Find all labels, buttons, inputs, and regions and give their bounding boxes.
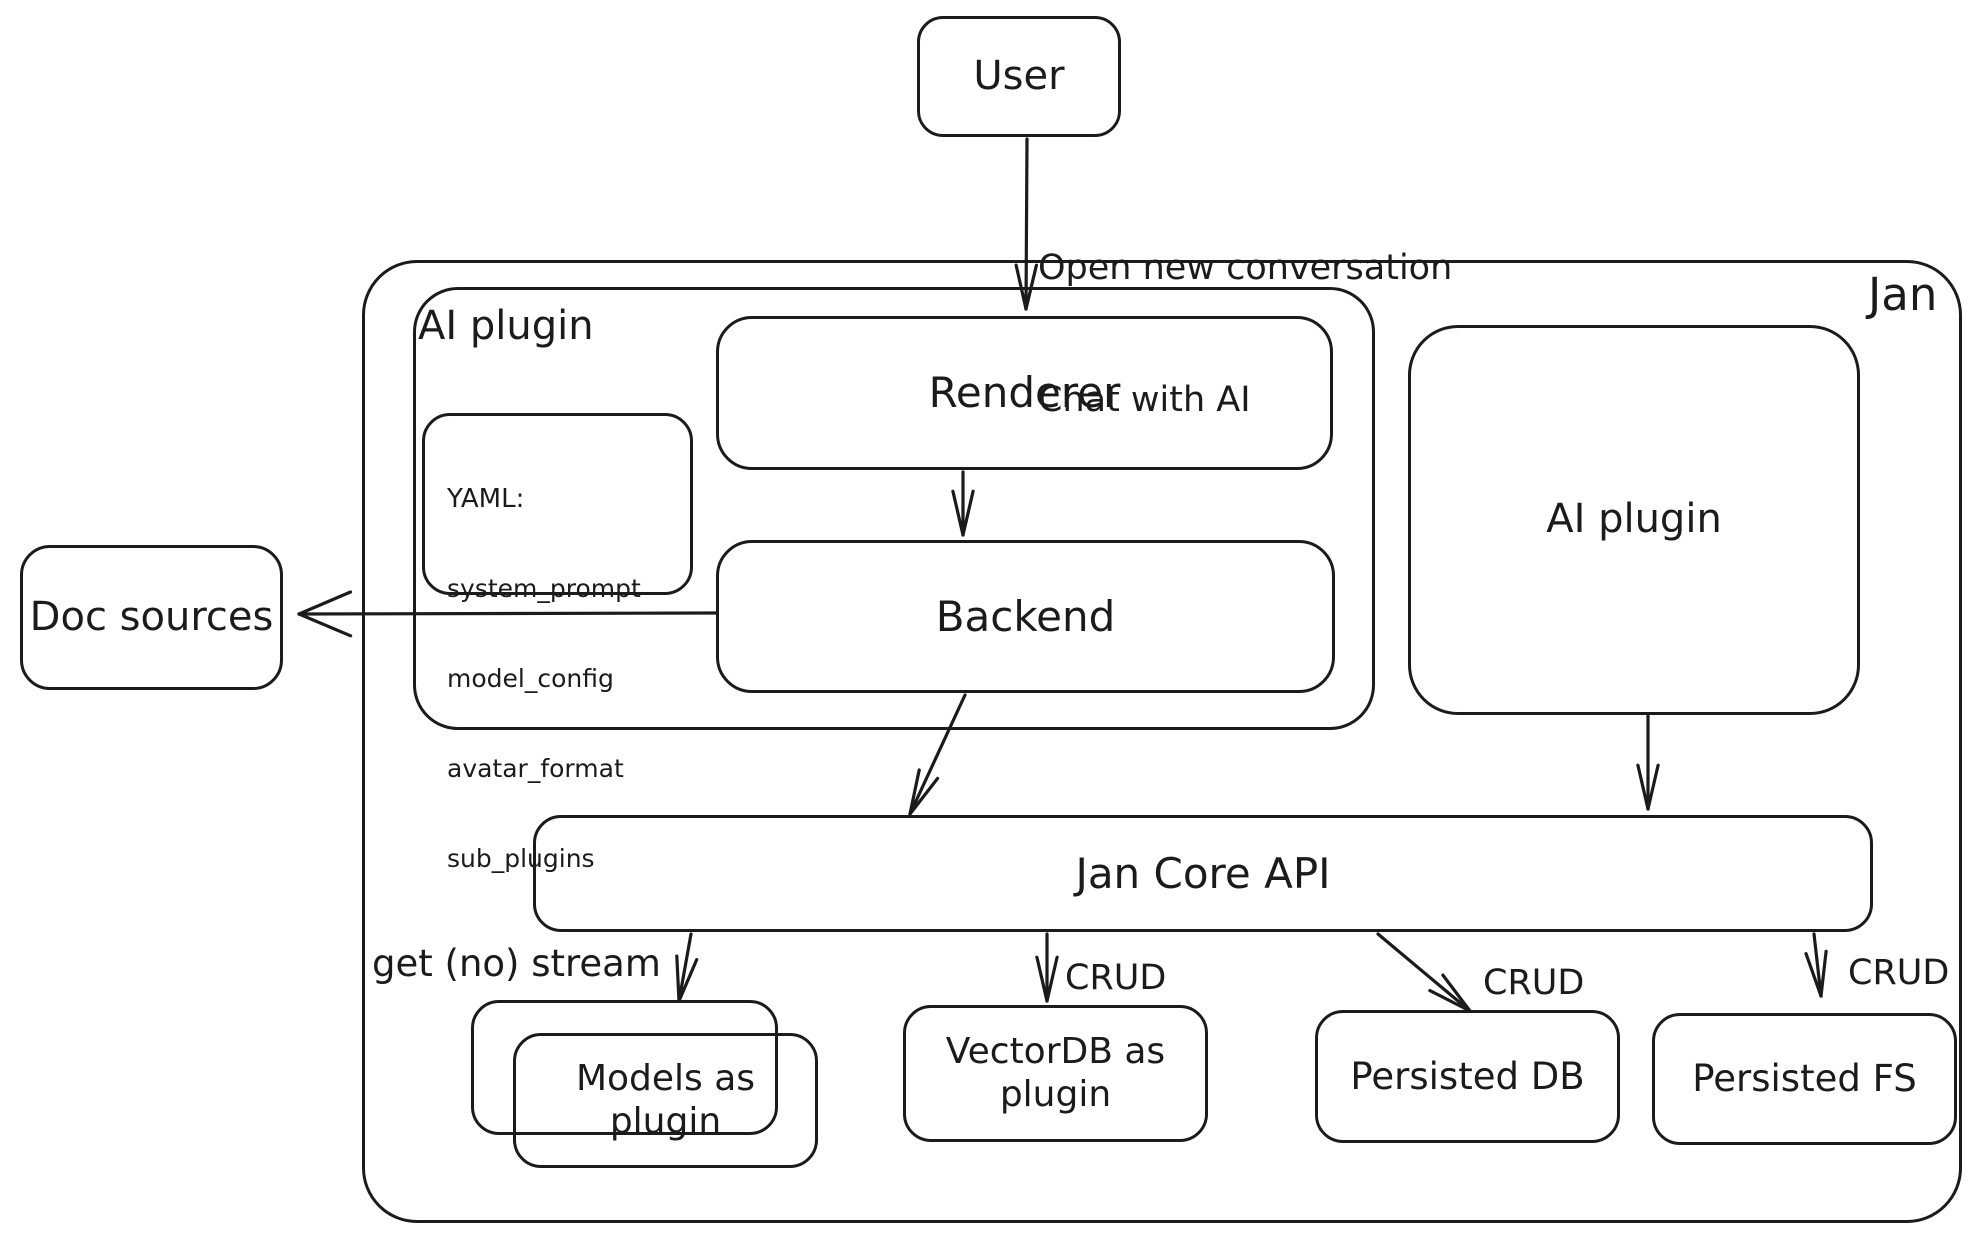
edge-label-user-line1: Open new conversation — [1038, 248, 1453, 288]
edge-label-get-no-stream: get (no) stream — [372, 942, 661, 985]
vectordb-as-plugin-label: VectorDB as plugin — [945, 1031, 1166, 1115]
persisted-db-node-label: Persisted DB — [1350, 1054, 1585, 1098]
yaml-note: YAML: system_prompt model_config avatar_… — [422, 413, 693, 873]
arrow-backend-to-doc-sources-head — [297, 590, 353, 616]
ai-plugin-right-node: AI plugin — [1408, 325, 1860, 715]
persisted-fs-node: Persisted FS — [1652, 1013, 1957, 1145]
yaml-note-line: sub_plugins — [447, 844, 595, 873]
ai-plugin-left-label: AI plugin — [418, 303, 594, 349]
ai-plugin-left-container — [413, 287, 1375, 730]
persisted-db-node: Persisted DB — [1315, 1010, 1620, 1143]
edge-label-user-line2: Chat with AI — [1038, 380, 1251, 420]
models-as-plugin-node: Models as plugin — [513, 1033, 818, 1168]
yaml-note-line: system_prompt — [447, 574, 641, 603]
vectordb-as-plugin-node: VectorDB as plugin — [903, 1005, 1208, 1142]
models-as-plugin-label: Models as plugin — [575, 1058, 756, 1142]
doc-sources-node-label: Doc sources — [29, 593, 274, 640]
renderer-node: Renderer — [716, 316, 1333, 470]
models-as-plugin-outer-box — [471, 1000, 778, 1135]
jan-core-api-node-label: Jan Core API — [1075, 848, 1331, 898]
yaml-note-title: YAML: — [447, 484, 525, 514]
edge-label-crud-persisted-db: CRUD — [1483, 963, 1585, 1003]
doc-sources-node: Doc sources — [20, 545, 283, 690]
yaml-note-text: YAML: system_prompt model_config avatar_… — [447, 424, 641, 934]
renderer-node-label: Renderer — [928, 368, 1121, 418]
jan-core-api-node: Jan Core API — [533, 815, 1873, 932]
jan-container — [362, 260, 1962, 1223]
edge-label-crud-vectordb: CRUD — [1065, 958, 1167, 998]
backend-node-label: Backend — [935, 591, 1116, 641]
yaml-note-line: avatar_format — [447, 754, 624, 783]
yaml-note-line: model_config — [447, 664, 614, 693]
edge-label-user-to-renderer: Open new conversation Chat with AI — [1038, 158, 1452, 510]
user-node: User — [917, 16, 1121, 137]
ai-plugin-right-label: AI plugin — [1546, 496, 1722, 543]
arrow-backend-to-doc-sources-head — [297, 612, 353, 638]
backend-node: Backend — [716, 540, 1335, 693]
user-node-label: User — [973, 52, 1065, 99]
persisted-fs-node-label: Persisted FS — [1692, 1057, 1917, 1101]
jan-container-label: Jan — [1868, 268, 1938, 321]
edge-label-crud-persisted-fs: CRUD — [1848, 953, 1950, 993]
